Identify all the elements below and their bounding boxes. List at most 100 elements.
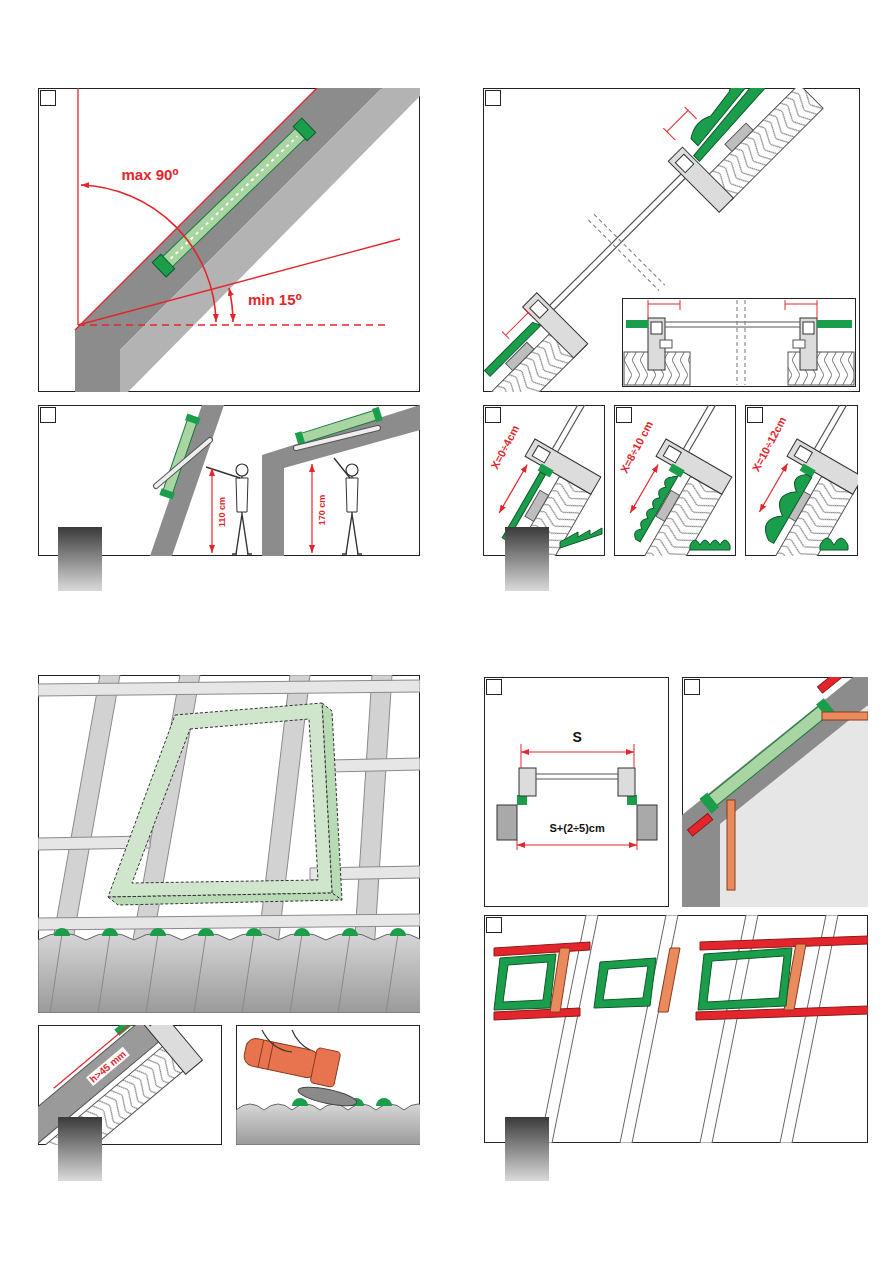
height-panel <box>372 407 383 422</box>
height-panel <box>211 468 212 553</box>
height-panel <box>156 440 210 486</box>
window-frame <box>159 124 310 270</box>
plan-inset <box>623 299 856 387</box>
height-panel <box>262 405 420 556</box>
chapter-tab <box>505 1117 549 1181</box>
section-panel <box>530 300 548 318</box>
trimmer-panel <box>704 704 829 809</box>
rafter-panel <box>485 916 868 1143</box>
height-panel <box>296 428 378 448</box>
dimension-label: S+(2÷5)cm <box>548 822 607 834</box>
angle-grinder <box>242 1037 320 1080</box>
tile-panel <box>741 319 893 574</box>
trimmer-panel <box>727 800 735 890</box>
frame-on-battens-panel <box>38 914 420 930</box>
angle-panel <box>41 91 56 106</box>
tile-panel <box>617 408 632 423</box>
tile-panel <box>748 408 763 423</box>
tile-panel <box>820 538 848 550</box>
frame-on-battens-panel <box>38 675 422 1013</box>
rafter-panel <box>485 915 869 1143</box>
angle-panel <box>77 88 78 325</box>
plan-inset <box>648 300 680 318</box>
angle-panel <box>75 88 420 392</box>
height-panel <box>334 458 350 478</box>
tile-panel <box>614 405 736 556</box>
tile-cutting-panel <box>236 1030 420 1145</box>
chapter-tab <box>505 527 549 591</box>
rafter-panel <box>594 958 656 1008</box>
rafter-panel <box>658 948 680 1012</box>
plan-inset <box>660 340 672 348</box>
angle-panel <box>39 89 420 392</box>
dimension-label: h>45 mm <box>86 1046 130 1085</box>
plan-inset <box>793 340 805 348</box>
width-panel <box>485 678 669 907</box>
window-frame <box>171 136 298 258</box>
plan-inset <box>817 320 852 328</box>
trimmer-panel <box>682 677 868 907</box>
plan-inset <box>803 322 814 334</box>
trimmer-panel <box>822 712 868 720</box>
tile-panel <box>632 472 678 542</box>
dimension-label: X=8÷10 cm <box>616 417 655 477</box>
tile-panel <box>759 464 787 512</box>
rafter-panel <box>700 936 868 950</box>
height-detail-panel <box>141 1025 161 1026</box>
frame-on-battens-panel <box>38 680 420 696</box>
trimmer-panel <box>687 814 712 837</box>
plan-inset <box>651 322 662 334</box>
angle-grinder <box>310 1047 341 1087</box>
angle-panel <box>78 324 385 325</box>
rafter-panel <box>487 918 502 933</box>
angle-panel <box>75 88 382 392</box>
rafter-panel <box>698 948 792 1010</box>
window-frame-outline <box>108 703 342 905</box>
tile-panel <box>760 470 812 544</box>
trimmer-panel <box>699 793 719 814</box>
tile-panel <box>560 528 602 548</box>
angle-grinder <box>297 1083 359 1109</box>
height-panel <box>156 440 210 486</box>
dimension-label: X=10÷12cm <box>749 413 790 475</box>
height-panel <box>185 414 201 425</box>
section-panel <box>483 88 856 392</box>
trimmer-panel <box>682 677 868 907</box>
width-panel <box>485 678 669 907</box>
tile-cutting-panel <box>262 1030 310 1052</box>
trimmer-panel <box>682 662 868 907</box>
height-detail-panel <box>38 1045 185 1145</box>
section-panel <box>549 174 685 310</box>
height-panel <box>206 467 240 478</box>
plan-inset <box>785 300 817 318</box>
window-frame <box>293 118 316 141</box>
height-detail-panel <box>4 999 222 1184</box>
width-panel <box>521 744 634 768</box>
tile-panel <box>486 408 501 423</box>
frame-on-battens-panel <box>38 675 420 1013</box>
plan-inset <box>788 352 854 385</box>
width-panel <box>517 840 637 850</box>
window-frame-outline <box>108 703 332 897</box>
angle-panel <box>78 239 400 325</box>
height-panel <box>41 408 56 423</box>
tile-panel <box>614 405 736 556</box>
section-panel <box>502 309 532 339</box>
height-panel <box>342 464 362 554</box>
trimmer-panel <box>817 677 853 693</box>
section-panel <box>588 214 664 290</box>
window-frame <box>152 118 316 277</box>
section-panel <box>663 107 696 140</box>
plan-inset <box>665 322 800 327</box>
tile-cutting-panel <box>236 1104 420 1145</box>
chapter-tab <box>58 527 102 591</box>
frame-on-battens-panel <box>38 933 420 1013</box>
width-panel <box>519 768 536 796</box>
height-detail-panel <box>54 1025 137 1088</box>
frame-on-battens-panel <box>54 928 406 936</box>
trimmer-panel <box>685 680 700 695</box>
chapter-tab <box>58 1117 102 1181</box>
tile-cutting-panel <box>236 1026 432 1146</box>
section-panel <box>446 38 860 425</box>
